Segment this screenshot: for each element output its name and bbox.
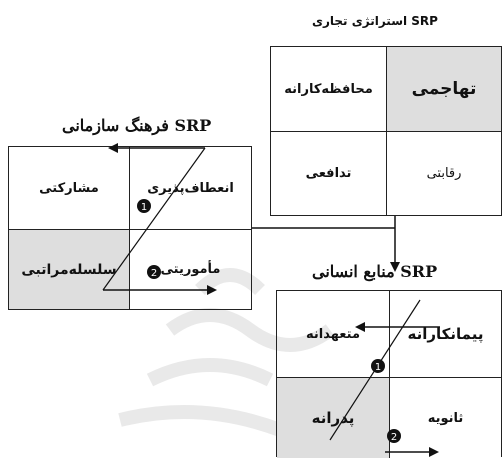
hr-secondary-label: ثانویه [427, 410, 464, 426]
hr-marker-2-text: 2 [391, 432, 397, 443]
hr-paternal-label: پدرانه [311, 409, 355, 427]
trade-conservative-cell: محافظه‌کارانه [271, 47, 387, 131]
trade-offensive-label: تهاجمی [411, 79, 477, 99]
org-marker-2-text: 2 [151, 268, 157, 279]
hr-grid: پیمانکارانه متعهدانه ثانویه پدرانه [276, 290, 502, 458]
trade-defensive-cell: تدافعی [271, 131, 387, 215]
org-participative-cell: مشارکتی [9, 147, 130, 229]
hr-contractual-label: پیمانکارانه [407, 325, 484, 343]
trade-strategy-title: SRP استراتژی تجاری [312, 14, 438, 28]
hr-marker-1-text: 1 [375, 362, 381, 373]
trade-offensive-cell: تهاجمی [387, 47, 501, 131]
hr-paternal-cell: پدرانه [277, 377, 390, 458]
trade-competitive-label: رقابتی [426, 166, 462, 181]
trade-competitive-cell: رقابتی [387, 131, 501, 215]
org-hierarchical-label: سلسله‌مراتبی [21, 261, 117, 278]
org-marker-2: 2 [147, 265, 161, 279]
trade-strategy-grid: تهاجمی محافظه‌کارانه رقابتی تدافعی [270, 46, 502, 216]
trade-conservative-label: محافظه‌کارانه [284, 81, 373, 97]
hr-committed-label: متعهدانه [305, 326, 360, 342]
hr-committed-cell: متعهدانه [277, 291, 390, 377]
org-marker-1: 1 [137, 199, 151, 213]
org-marker-1-text: 1 [141, 202, 147, 213]
org-flexible-cell: انعطاف‌پذیری [130, 147, 251, 229]
org-mission-cell: مأموریتی [130, 229, 251, 309]
hr-title: SRP منابع انسانی [312, 262, 438, 281]
org-flexible-label: انعطاف‌پذیری [147, 180, 234, 196]
org-mission-label: مأموریتی [160, 262, 221, 277]
org-participative-label: مشارکتی [39, 180, 99, 196]
hr-contractual-cell: پیمانکارانه [390, 291, 501, 377]
hr-secondary-cell: ثانویه [390, 377, 501, 458]
org-diagonal-line [102, 147, 206, 291]
org-culture-grid: انعطاف‌پذیری مشارکتی مأموریتی سلسله‌مرات… [8, 146, 252, 310]
hr-marker-2: 2 [387, 429, 401, 443]
trade-defensive-label: تدافعی [305, 166, 352, 181]
hr-marker-1: 1 [371, 359, 385, 373]
org-hierarchical-cell: سلسله‌مراتبی [9, 229, 130, 309]
org-culture-title: SRP فرهنگ سازمانی [62, 116, 212, 135]
